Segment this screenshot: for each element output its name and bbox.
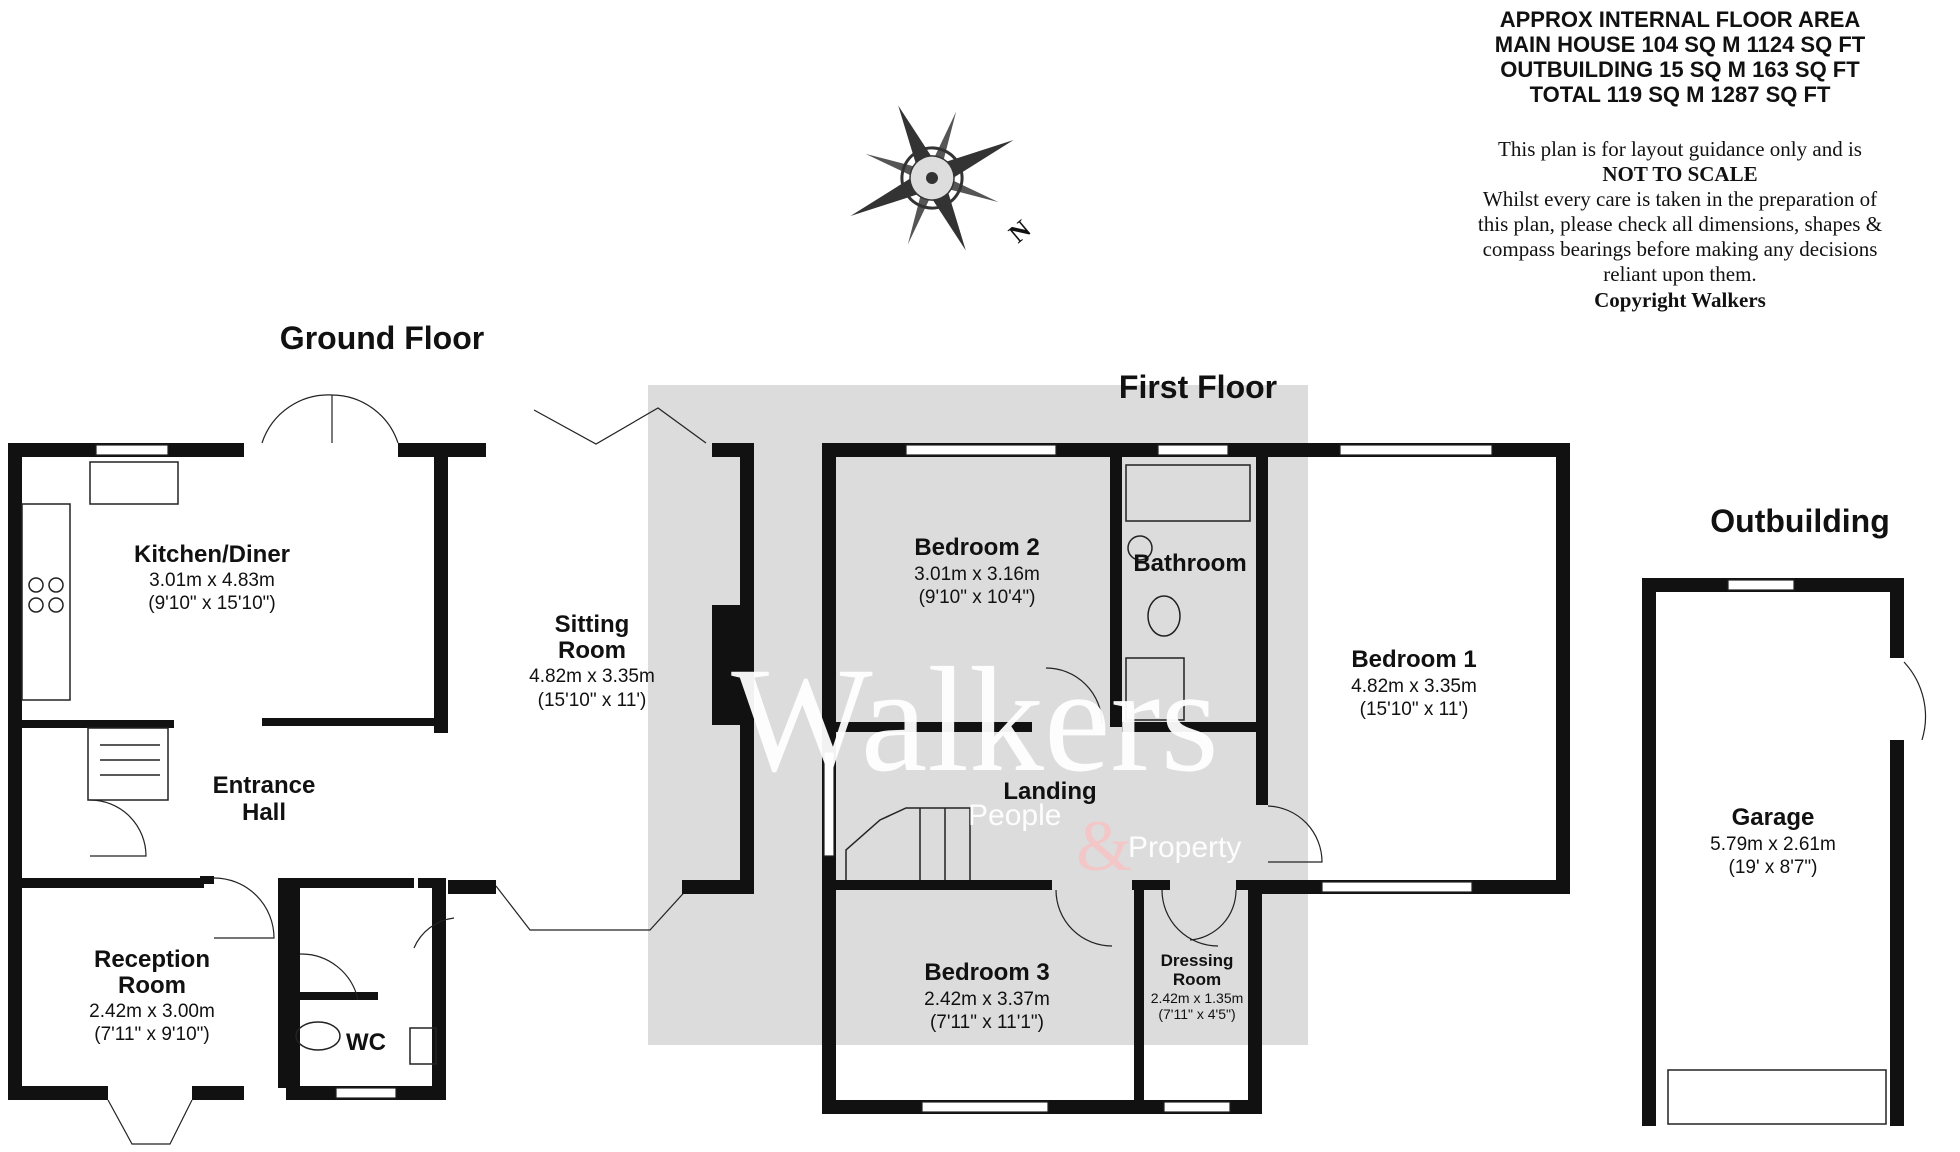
room-bedroom3-imperial: (7'11" x 11'1") bbox=[930, 1012, 1044, 1033]
disclaimer-line-3: this plan, please check all dimensions, … bbox=[1478, 212, 1882, 236]
room-bedroom1-metric: 4.82m x 3.35m bbox=[1351, 676, 1477, 697]
room-dressing-name-1: Dressing bbox=[1161, 951, 1234, 970]
room-kitchen-metric: 3.01m x 4.83m bbox=[149, 570, 275, 591]
watermark-amp: & bbox=[1076, 806, 1132, 886]
first-floor-plan bbox=[822, 443, 1570, 1114]
first-floor-title: First Floor bbox=[1119, 369, 1277, 405]
room-garage-metric: 5.79m x 2.61m bbox=[1710, 834, 1836, 855]
disclaimer-line-4: compass bearings before making any decis… bbox=[1483, 237, 1878, 261]
disclaimer-bold: NOT TO SCALE bbox=[1602, 162, 1757, 186]
ground-floor-plan bbox=[8, 394, 754, 1145]
room-garage-imperial: (19' x 8'7") bbox=[1729, 857, 1818, 878]
outbuilding-plan bbox=[1642, 578, 1927, 1126]
outbuilding-title: Outbuilding bbox=[1710, 503, 1890, 539]
watermark-brand: Walkers bbox=[731, 637, 1219, 803]
copyright: Copyright Walkers bbox=[1594, 288, 1766, 312]
room-reception-metric: 2.42m x 3.00m bbox=[89, 1001, 215, 1022]
room-sitting-imperial: (15'10" x 11') bbox=[538, 690, 647, 711]
area-line-2: MAIN HOUSE 104 SQ M 1124 SQ FT bbox=[1495, 32, 1866, 57]
watermark-tag-property: Property bbox=[1128, 831, 1241, 864]
room-kitchen-imperial: (9'10" x 15'10") bbox=[148, 593, 275, 614]
room-bedroom3-metric: 2.42m x 3.37m bbox=[924, 989, 1050, 1010]
room-bedroom1-imperial: (15'10" x 11') bbox=[1360, 699, 1469, 720]
room-wc-name: WC bbox=[346, 1029, 386, 1056]
room-sitting-metric: 4.82m x 3.35m bbox=[529, 666, 655, 687]
room-hall-name-1: Entrance bbox=[213, 772, 316, 799]
room-kitchen-name: Kitchen/Diner bbox=[134, 541, 290, 568]
room-bedroom1-name: Bedroom 1 bbox=[1351, 646, 1476, 673]
room-sitting-name-2: Room bbox=[558, 637, 626, 664]
ground-floor-title: Ground Floor bbox=[280, 320, 484, 356]
room-dressing-metric: 2.42m x 1.35m bbox=[1151, 990, 1244, 1006]
watermark-panel bbox=[648, 385, 1308, 1045]
room-bedroom2-metric: 3.01m x 3.16m bbox=[914, 564, 1040, 585]
room-bathroom-name: Bathroom bbox=[1133, 550, 1246, 577]
room-reception-imperial: (7'11" x 9'10") bbox=[94, 1024, 209, 1045]
room-bedroom3-name: Bedroom 3 bbox=[924, 959, 1049, 986]
room-dressing-name-2: Room bbox=[1173, 970, 1221, 989]
room-hall-name-2: Hall bbox=[242, 799, 286, 826]
room-reception-name-2: Room bbox=[118, 972, 186, 999]
room-sitting-name-1: Sitting bbox=[555, 611, 630, 638]
watermark-tag-people: People bbox=[968, 799, 1061, 832]
room-bedroom2-imperial: (9'10" x 10'4") bbox=[919, 587, 1036, 608]
room-reception-name-1: Reception bbox=[94, 946, 210, 973]
area-line-4: TOTAL 119 SQ M 1287 SQ FT bbox=[1530, 82, 1831, 107]
area-line-1: APPROX INTERNAL FLOOR AREA bbox=[1500, 7, 1861, 32]
disclaimer-line-1: This plan is for layout guidance only an… bbox=[1498, 137, 1862, 161]
compass-rose-icon bbox=[850, 105, 1014, 251]
area-line-3: OUTBUILDING 15 SQ M 163 SQ FT bbox=[1500, 57, 1860, 82]
room-bedroom2-name: Bedroom 2 bbox=[914, 534, 1039, 561]
room-landing-name: Landing bbox=[1003, 778, 1096, 805]
disclaimer-line-2: Whilst every care is taken in the prepar… bbox=[1483, 187, 1877, 211]
room-dressing-imperial: (7'11" x 4'5") bbox=[1158, 1006, 1235, 1022]
compass-north-label: N bbox=[1003, 214, 1036, 248]
room-garage-name: Garage bbox=[1732, 804, 1815, 831]
disclaimer-line-5: reliant upon them. bbox=[1603, 262, 1756, 286]
